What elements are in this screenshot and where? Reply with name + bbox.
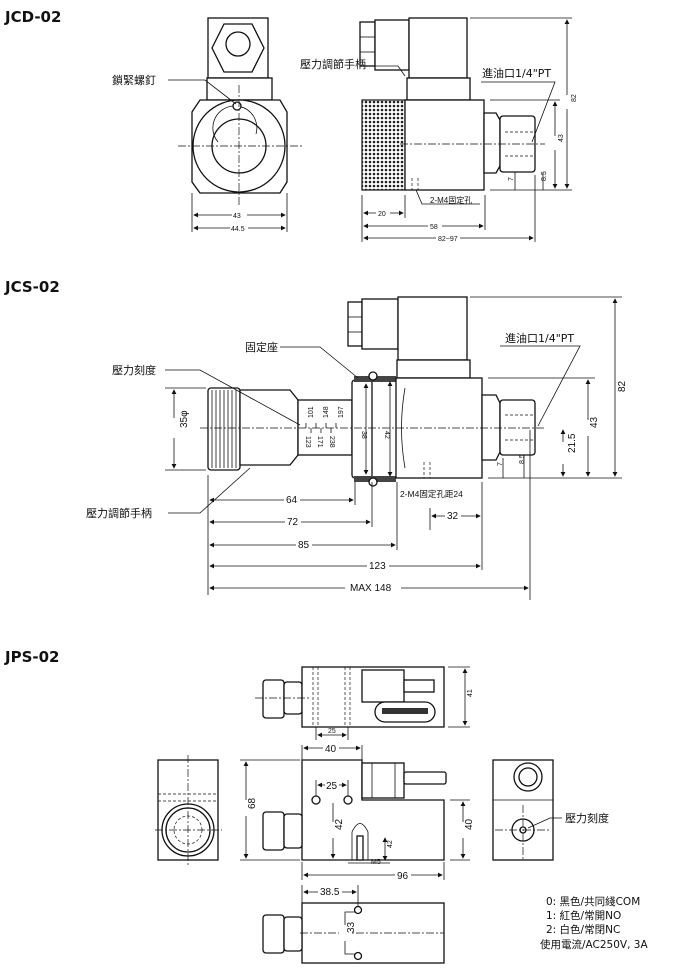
jps-dim-25a: 25: [328, 728, 336, 735]
jcs-dim-72: 72: [287, 517, 299, 528]
jps-dim-42a: 42: [334, 818, 345, 830]
jps-right-view: 壓力刻度: [492, 759, 609, 861]
jcd-handle-label: 壓力調節手柄: [300, 57, 366, 71]
jcd-section: JCD-02 鎖緊螺釘 43 44.5: [4, 8, 578, 243]
jcs-dim-42: 42: [383, 431, 390, 439]
jcd-dim-20: 20: [378, 211, 386, 218]
jcd-dim-43h: 43: [558, 134, 565, 142]
jcs-scale-101: 101: [308, 406, 315, 418]
jcd-side-view: 壓力調節手柄 進油口1/4"PT 2-M4固定孔 82 43 7 8.5 20: [300, 17, 578, 243]
jps-wiring-notes: 0: 黑色/共同綫COM 1: 紅色/常開NO 2: 白色/常閉NC 使用電流/…: [540, 895, 648, 951]
jcs-dim-38: 38: [360, 431, 367, 439]
jcs-dim-43: 43: [589, 416, 600, 428]
jcs-handle-label: 壓力調節手柄: [86, 506, 152, 520]
jcs-dim-82: 82: [617, 380, 628, 392]
jcs-scale-123: 123: [304, 436, 311, 448]
jps-left-view: [155, 755, 222, 865]
jcs-dim-35: 35φ: [179, 410, 190, 428]
jcd-dim-82-97: 82~97: [438, 236, 458, 243]
jcd-dim-82: 82: [571, 94, 578, 102]
jcs-dim-123: 123: [369, 561, 386, 572]
jcs-side-view: 38 42 101 148 197 123 171 238 固定座 壓力刻度 壓…: [86, 296, 628, 600]
jcd-lock-screw-label: 鎖緊螺釘: [112, 73, 156, 87]
jcs-scale-197: 197: [338, 406, 345, 418]
jcs-dim-max-148: MAX 148: [350, 583, 392, 594]
jps-dim-68: 68: [247, 797, 258, 809]
jcs-inlet-label: 進油口1/4"PT: [505, 331, 574, 345]
jps-bottom-view: 38.5 33: [262, 885, 445, 964]
jcd-dim-7: 7: [508, 177, 515, 181]
jcs-mount-seat-label: 固定座: [245, 340, 278, 354]
note-com: 0: 黑色/共同綫COM: [546, 895, 640, 908]
jcd-inlet-label: 進油口1/4"PT: [482, 66, 551, 80]
jps-dim-33: 33: [346, 921, 357, 933]
jps-dim-40b: 40: [464, 818, 475, 830]
jps-dim-40a: 40: [325, 744, 337, 755]
jcd-dim-58: 58: [430, 224, 438, 231]
jps-dim-m5: M5: [371, 859, 381, 866]
jcd-dim-44-5: 44.5: [231, 226, 245, 233]
jcd-front-view: 鎖緊螺釘 43 44.5: [112, 17, 302, 233]
jcs-title: JCS-02: [4, 278, 60, 296]
jcs-scale-171: 171: [316, 436, 323, 448]
jcs-section: JCS-02 38 42: [4, 278, 628, 600]
jps-title: JPS-02: [4, 648, 59, 666]
jcs-mount-holes-label: 2-M4固定孔距24: [400, 489, 463, 499]
jcd-title: JCD-02: [4, 8, 61, 26]
note-nc: 2: 白色/常閉NC: [546, 923, 620, 936]
jps-dim-38-5: 38.5: [320, 887, 340, 898]
jcs-dim-64: 64: [286, 495, 298, 506]
jcd-dim-8-5: 8.5: [541, 171, 548, 181]
jps-dim-41: 41: [467, 689, 474, 697]
jcs-dim-85: 85: [298, 540, 310, 551]
jcs-dim-21-5: 21.5: [567, 433, 578, 453]
jcs-dim-32: 32: [447, 511, 459, 522]
knurl-lines: [211, 390, 237, 468]
jcd-dim-43w: 43: [233, 213, 241, 220]
jps-top-view: 41 25: [255, 666, 474, 740]
jps-dim-42b: 42: [387, 840, 394, 848]
jps-section: JPS-02 41 25: [4, 648, 648, 964]
note-no: 1: 紅色/常開NO: [546, 909, 621, 922]
jps-front-view: 40 25 68 42 42 M5 40 96: [240, 741, 475, 882]
jcs-scale-238: 238: [328, 436, 335, 448]
jcd-mount-holes-label: 2-M4固定孔: [430, 195, 472, 205]
jcs-dim-7: 7: [497, 462, 504, 466]
jps-dim-25b: 25: [326, 781, 338, 792]
note-current: 使用電流/AC250V, 3A: [540, 938, 648, 951]
jps-dim-96: 96: [397, 871, 409, 882]
jcs-scale-label: 壓力刻度: [112, 363, 156, 377]
jcs-scale-148: 148: [323, 406, 330, 418]
jps-scale-label: 壓力刻度: [565, 811, 609, 825]
jcs-dim-8-5: 8.5: [519, 454, 526, 464]
